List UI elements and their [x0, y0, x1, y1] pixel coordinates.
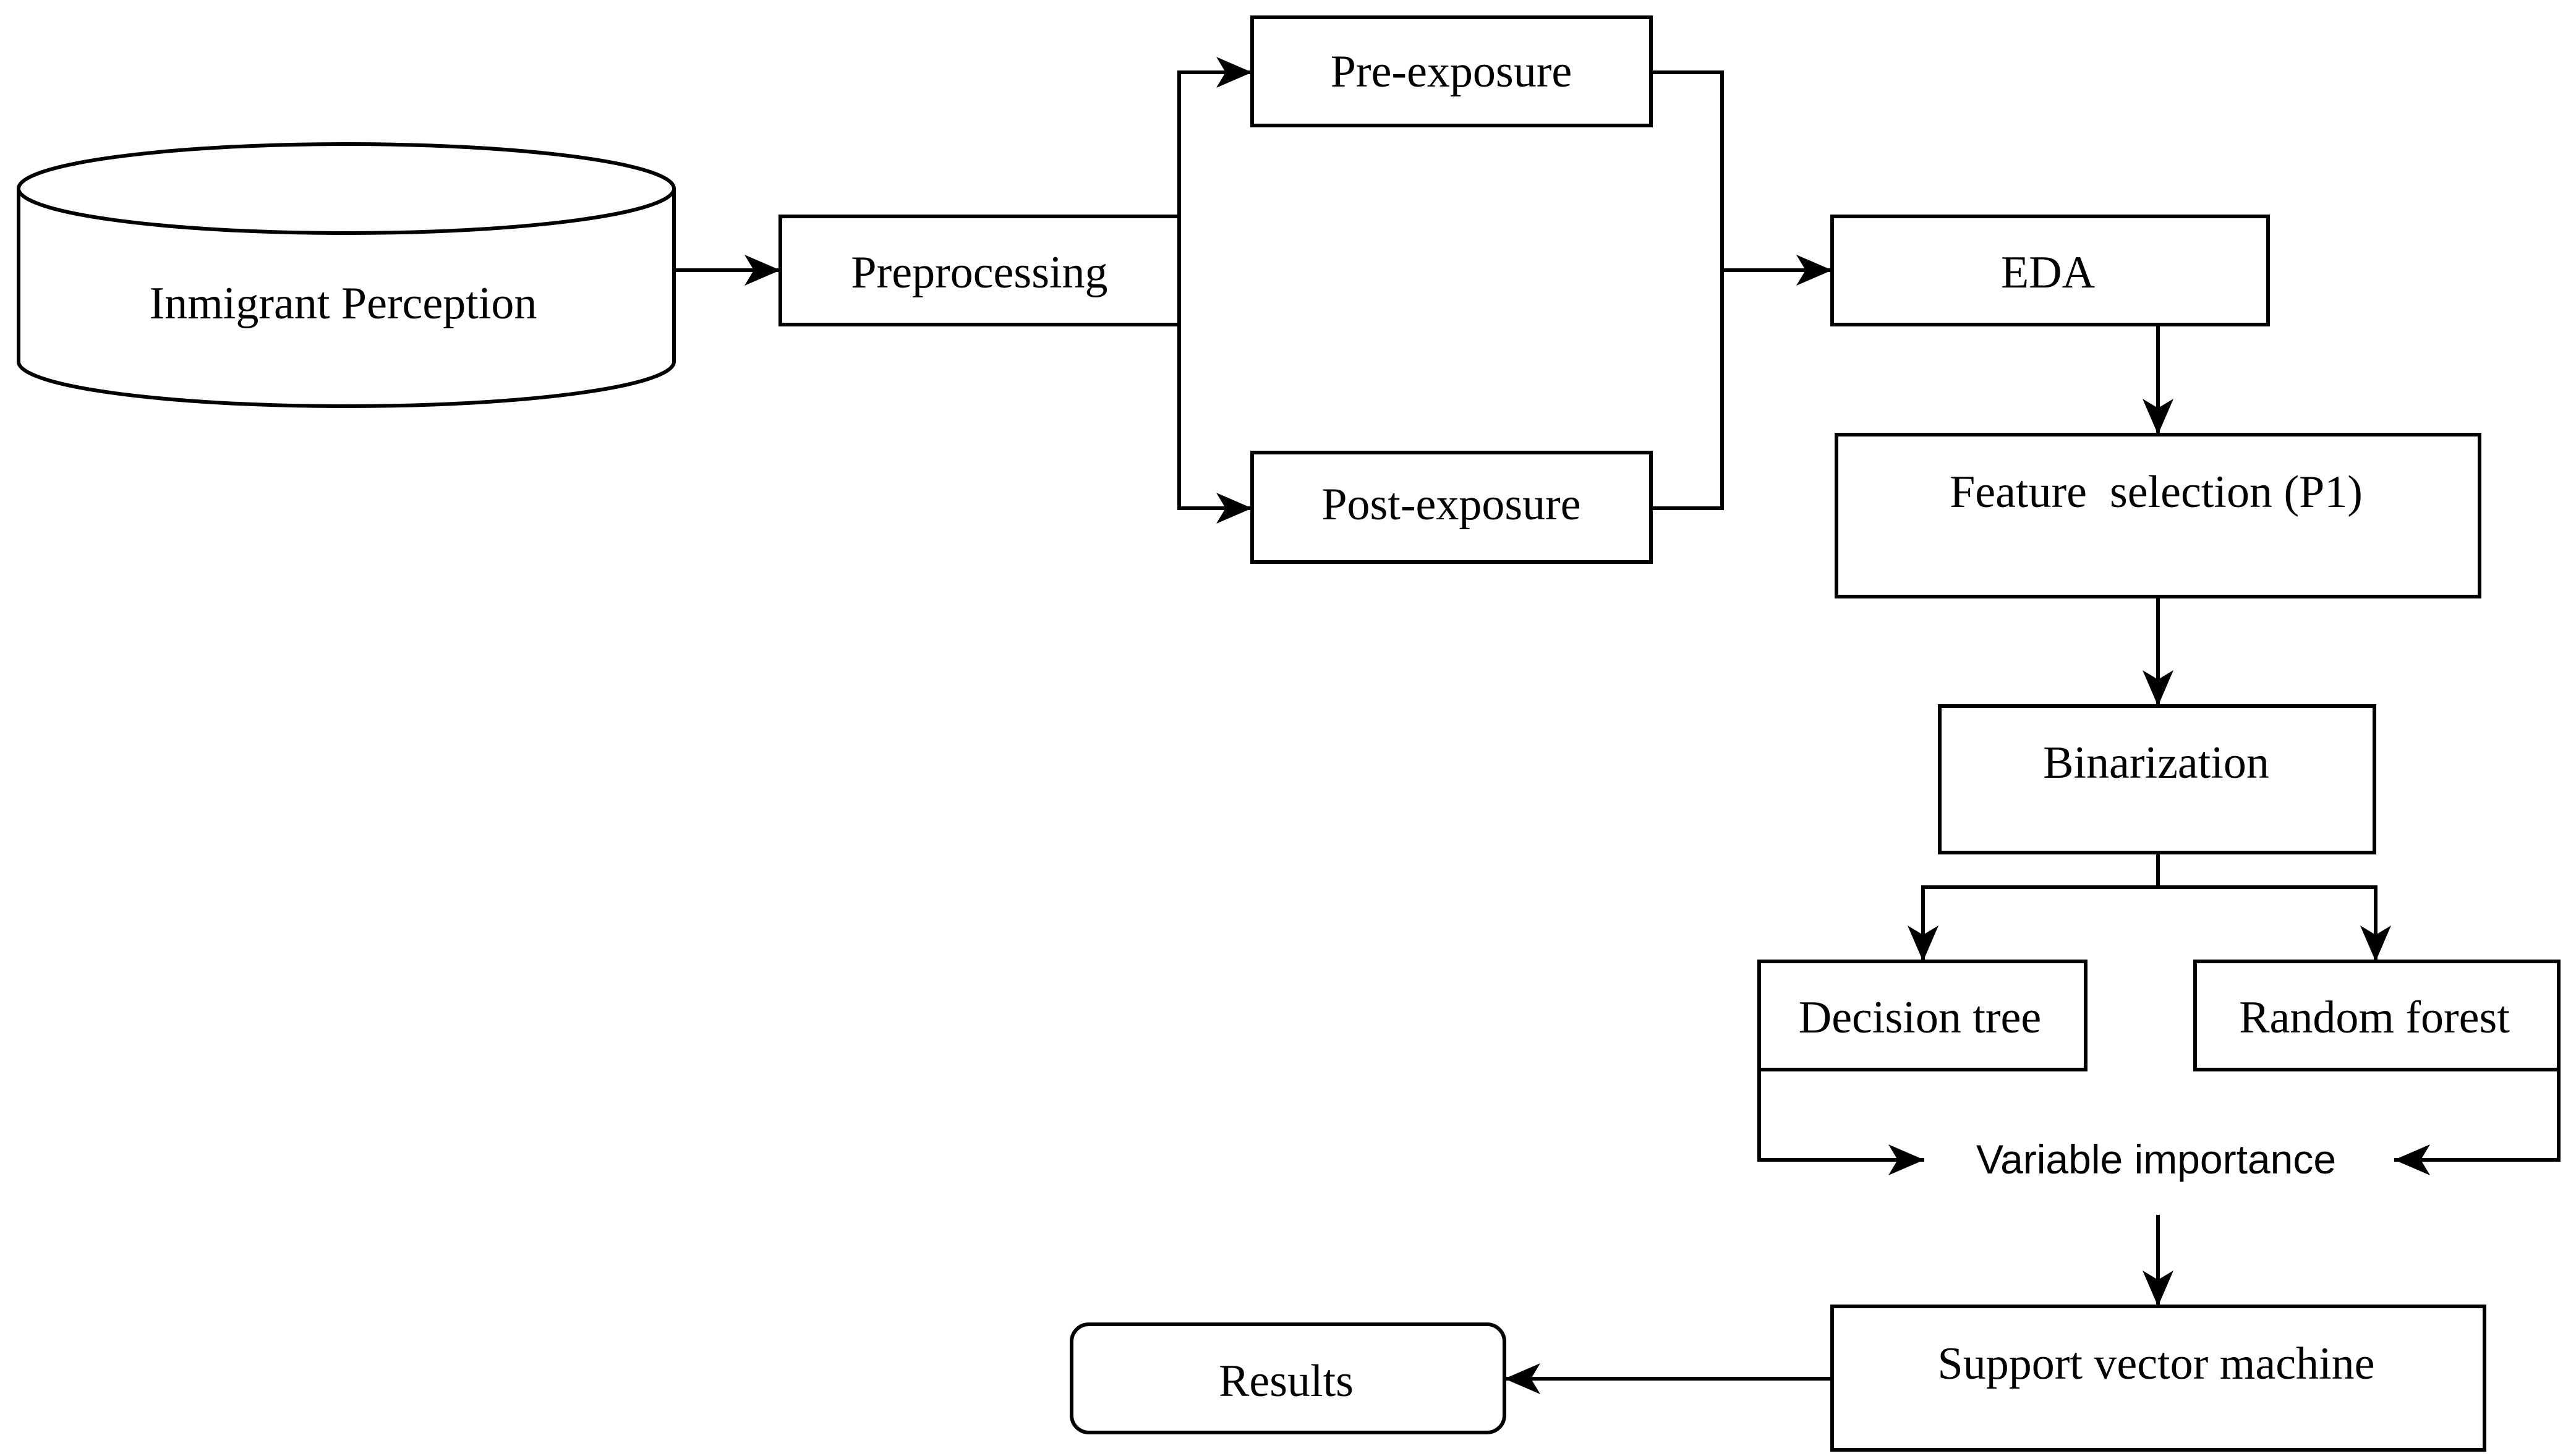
results-node: Results	[1070, 1322, 1506, 1434]
preprocessing-node: Preprocessing	[778, 215, 1181, 326]
feature-selection-box	[1835, 433, 2481, 598]
post-exposure-box	[1250, 451, 1653, 564]
connector-pre-exposure-merge	[1651, 70, 1724, 270]
arrow-preprocessing-to-post-exposure	[1177, 325, 1252, 524]
decision-tree-label: Decision tree	[1799, 992, 2041, 1043]
results-label: Results	[1219, 1356, 1354, 1407]
eda-node: EDA	[1830, 215, 2270, 326]
feature-selection-node: Feature selection (P1)	[1835, 433, 2481, 598]
post-exposure-label: Post-exposure	[1321, 479, 1580, 530]
arrow-binarization-to-random-forest	[2158, 885, 2391, 961]
svm-node: Support vector machine	[1830, 1305, 2486, 1452]
post-exposure-node: Post-exposure	[1250, 451, 1653, 564]
feature-selection-label: Feature selection (P1)	[1950, 467, 2363, 517]
pre-exposure-label: Pre-exposure	[1331, 46, 1572, 97]
arrow-preprocessing-to-pre-exposure	[1177, 57, 1252, 216]
eda-box	[1830, 215, 2270, 326]
variable-importance-label: Variable importance	[1976, 1136, 2336, 1182]
database-node: Inmigrant Perception	[17, 142, 676, 408]
database-label: Inmigrant Perception	[150, 278, 537, 329]
pre-exposure-node: Pre-exposure	[1250, 15, 1653, 127]
database-cylinder-body	[17, 189, 676, 408]
random-forest-node: Random forest	[2193, 960, 2561, 1071]
decision-tree-node: Decision tree	[1757, 960, 2088, 1071]
connector-post-exposure-merge	[1651, 270, 1724, 510]
random-forest-box	[2193, 960, 2561, 1071]
preprocessing-label: Preprocessing	[851, 247, 1107, 298]
database-cylinder-top	[17, 142, 676, 235]
svm-label: Support vector machine	[1938, 1339, 2375, 1389]
eda-label: EDA	[2001, 247, 2095, 298]
arrow-decision-tree-to-variable-importance	[1757, 1070, 1924, 1175]
connector-binarization-split	[1908, 853, 2160, 961]
random-forest-label: Random forest	[2239, 992, 2510, 1043]
binarization-box	[1938, 704, 2376, 854]
binarization-label: Binarization	[2043, 738, 2269, 788]
binarization-node: Binarization	[1938, 704, 2376, 854]
svm-box	[1830, 1305, 2486, 1452]
decision-tree-box	[1757, 960, 2088, 1071]
arrow-random-forest-to-variable-importance	[2394, 1070, 2561, 1175]
